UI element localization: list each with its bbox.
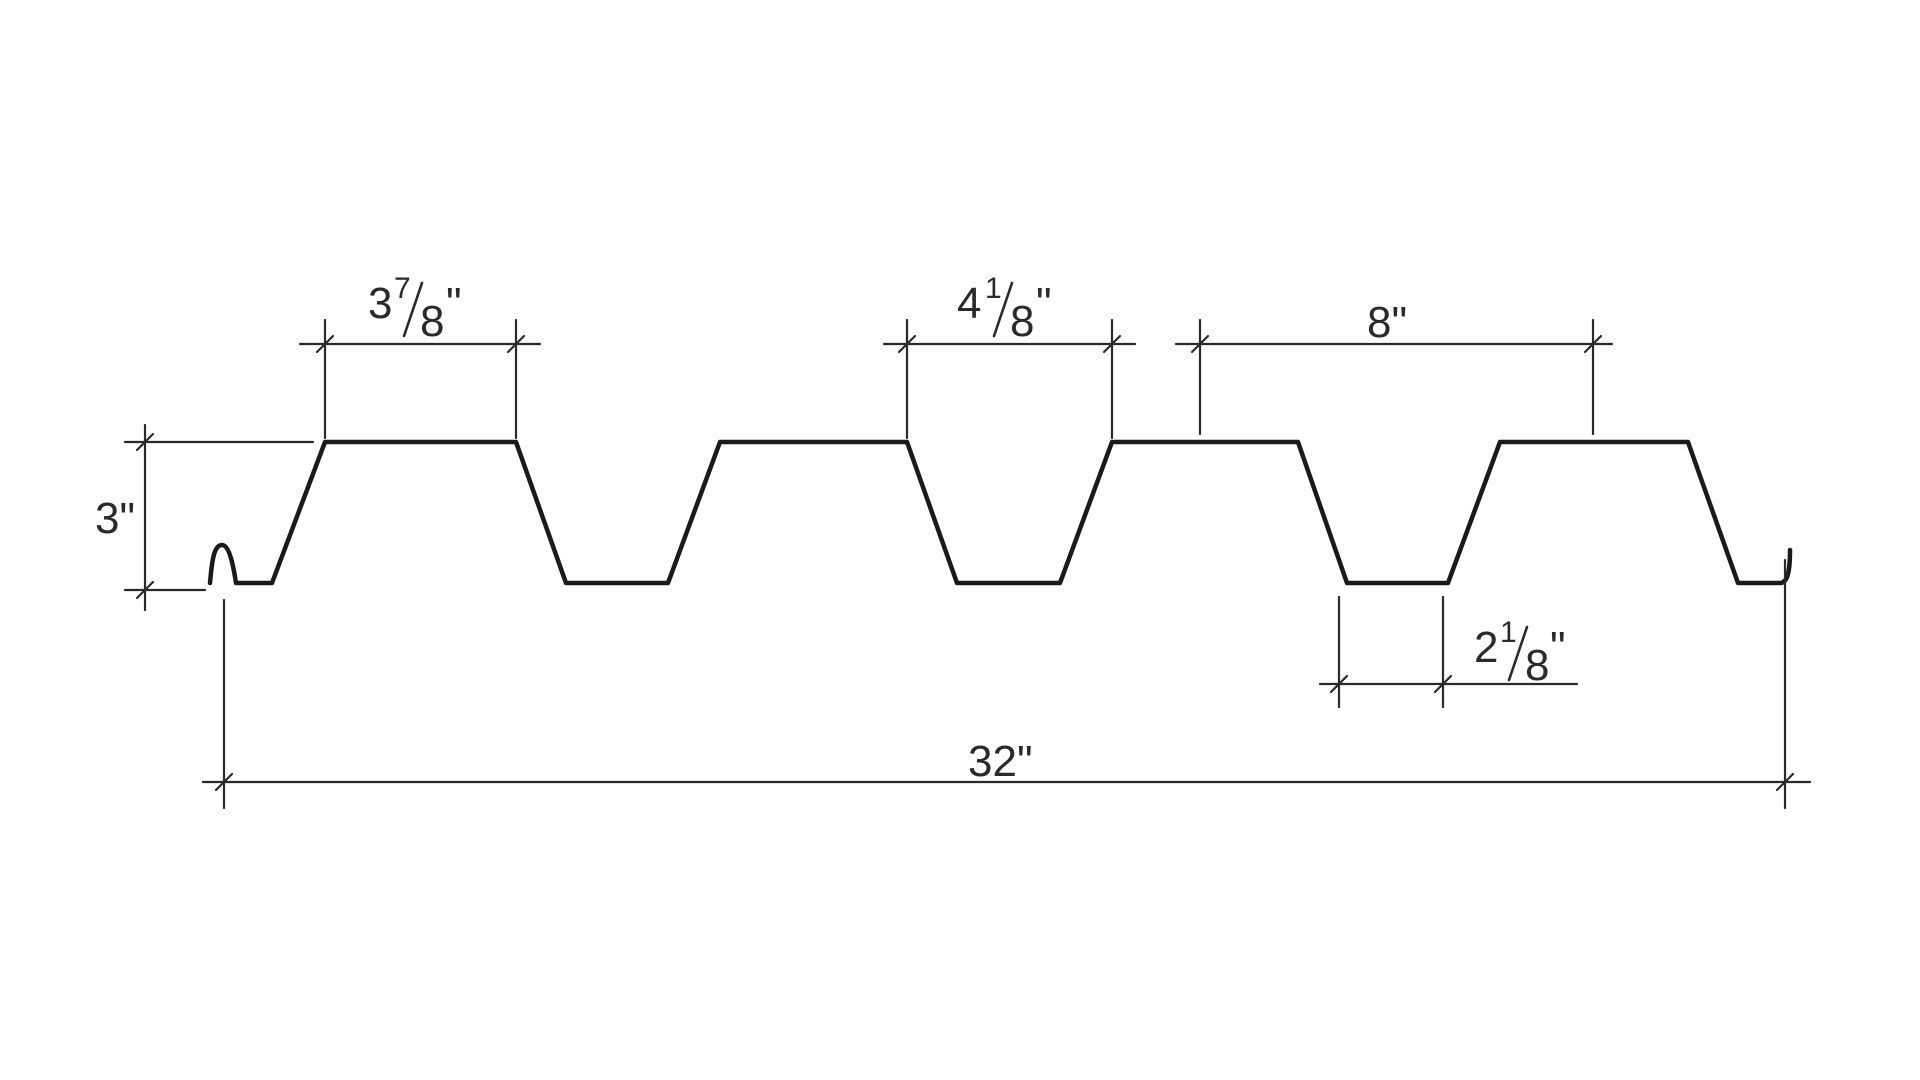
rib-top-width-dimension: 3 7 8 " [298, 272, 542, 440]
rib-bottom-width-tick-left [1329, 674, 1349, 694]
rib-bottom-width-unit: " [1550, 623, 1566, 672]
rib-bottom-width-denominator: 8 [1525, 641, 1549, 690]
rib-bottom-width-dimension: 2 1 8 " [1318, 595, 1579, 709]
coverage-tick-right [1775, 772, 1795, 792]
rib-top-width-tick-right [506, 334, 526, 354]
rib-top-width-numerator: 7 [394, 272, 411, 305]
rib-top-width-tick-left [315, 334, 335, 354]
rib-top-width-unit: " [446, 279, 462, 328]
depth-tick-top [135, 432, 155, 452]
rib-top-width-denominator: 8 [420, 297, 444, 346]
rib-flat-width-denominator: 8 [1010, 297, 1034, 346]
rib-flat-width-unit: " [1036, 279, 1052, 328]
rib-pitch-dimension: 8" [1174, 298, 1614, 436]
rib-bottom-width-numerator: 1 [1500, 616, 1517, 649]
depth-dimension: 3" [95, 423, 315, 612]
rib-pitch-label: 8" [1367, 298, 1407, 347]
depth-tick-bottom [135, 580, 155, 600]
coverage-width-label: 32" [968, 737, 1033, 786]
rib-pitch-tick-left [1190, 334, 1210, 354]
rib-flat-width-tick-right [1102, 334, 1122, 354]
rib-flat-width-tick-left [897, 334, 917, 354]
rib-flat-width-numerator: 1 [985, 272, 1002, 305]
rib-bottom-width-tick-right [1433, 674, 1453, 694]
depth-label: 3" [95, 494, 135, 543]
rib-pitch-tick-right [1583, 334, 1603, 354]
rib-flat-width-dimension: 4 1 8 " [882, 272, 1137, 440]
rib-bottom-width-whole: 2 [1474, 623, 1498, 672]
rib-flat-width-whole: 4 [957, 279, 981, 328]
coverage-width-dimension: 32" [201, 558, 1812, 810]
deck-profile-outline [207, 439, 1793, 586]
rib-top-width-whole: 3 [368, 279, 392, 328]
coverage-tick-left [214, 772, 234, 792]
rib-bottom-width-fraction-bar [1507, 625, 1529, 682]
rib-flat-width-fraction-bar [992, 281, 1014, 338]
rib-top-width-fraction-bar [402, 281, 424, 338]
